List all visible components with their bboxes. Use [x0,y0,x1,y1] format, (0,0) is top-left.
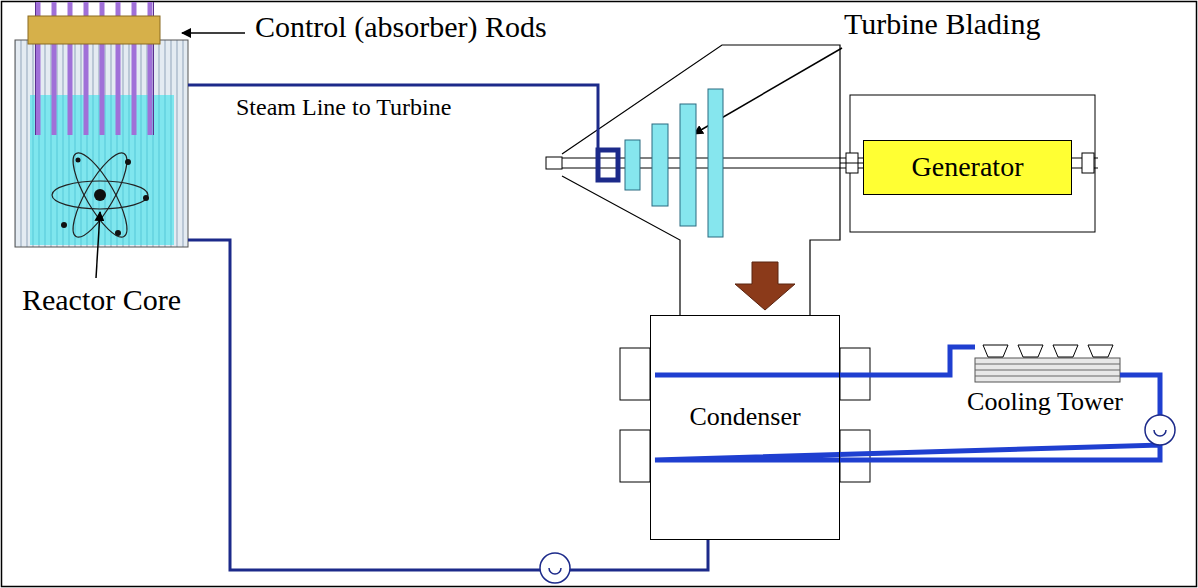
atom-symbol [52,146,148,243]
shaft-end [546,157,562,169]
edge-label: Steam Line to Turbine [236,94,451,122]
turbine-casing [562,45,840,315]
exhaust-arrow [735,262,795,310]
rod-drive-housing [28,16,160,44]
condenser-box: Condenser [650,315,840,540]
generator-box: Generator [863,140,1072,195]
feedwater-line [188,240,708,570]
node-label: Generator [864,151,1071,183]
cooling-tower: Cooling Tower [955,340,1135,450]
steam-inlet [598,150,618,180]
node-label: Reactor Core [15,283,188,318]
reactor-vessel: Reactor Core [15,40,188,247]
part-label: Control (absorber) Rods [255,10,547,45]
shaft-coupling [840,163,863,164]
node-label: Turbine Blading [844,7,1040,42]
leader-line [96,212,100,278]
node-label: Cooling Tower [955,388,1135,415]
turbine-casing: Turbine Blading [548,45,840,240]
cooling-tower [975,345,1120,382]
node-label: Condenser [651,402,839,432]
turbine-blades [625,89,723,237]
steam-line [188,85,598,150]
generator-frame [850,95,1095,232]
leader-line [182,32,245,34]
pump-symbol [540,415,1175,583]
